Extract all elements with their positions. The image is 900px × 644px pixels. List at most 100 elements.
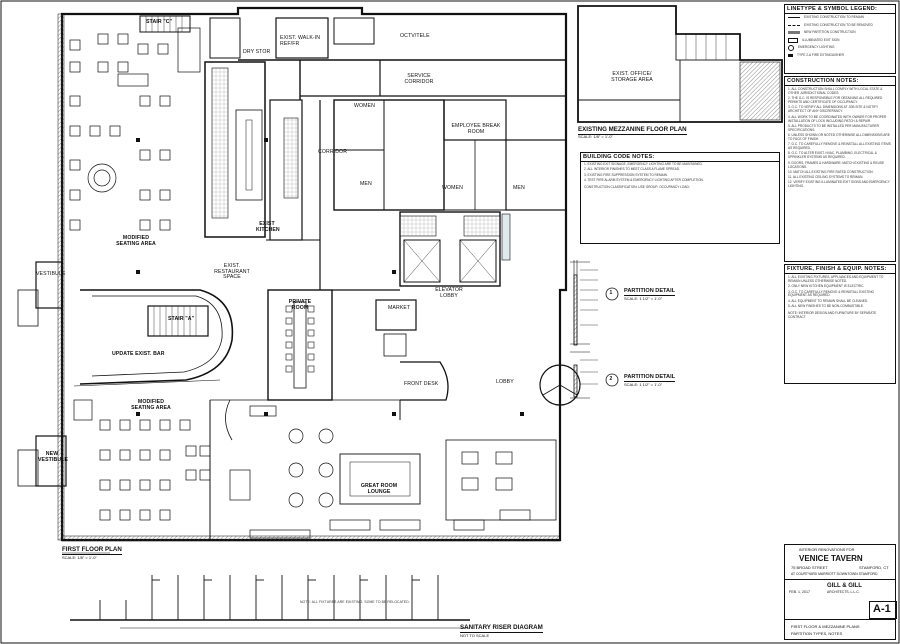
partition-details <box>570 260 619 399</box>
fixture-notes-panel: FIXTURE, FINISH & EQUIP. NOTES: 1. ALL E… <box>784 264 896 384</box>
building-code-heading: BUILDING CODE NOTES: <box>581 153 779 162</box>
room-label-elevator-lobby: ELEVATOR LOBBY <box>435 287 463 299</box>
sheet-number: A-1 <box>873 603 891 615</box>
legend-row: ILLUMINATED EXIT SIGN <box>785 37 895 45</box>
room-label-private-room: PRIVATE ROOM <box>288 299 312 311</box>
firm-subtitle: ARCHITECTS, L.L.C. <box>827 590 860 594</box>
room-label-new-vestibule: NEW VESTIBULE <box>38 451 69 463</box>
sanitary-riser-note: NOTE: ALL FIXTURES ARE EXISTING. SOME TO… <box>300 600 410 604</box>
linetype-legend-panel: LINETYPE & SYMBOL LEGEND: EXISTING CONST… <box>784 4 896 74</box>
fixture-note: 1. ALL EXISTING FIXTURES, APPLIANCES AND… <box>788 275 884 283</box>
construction-note: 1. ALL CONSTRUCTION SHALL COMPLY WITH LO… <box>788 87 883 95</box>
fire-extinguisher-icon <box>788 54 793 58</box>
partition-detail-2-title: PARTITION DETAIL <box>624 374 676 382</box>
sheet-number-box <box>869 601 897 619</box>
first-floor-plan <box>17 6 581 542</box>
fixture-notes-heading: FIXTURE, FINISH & EQUIP. NOTES: <box>785 265 895 274</box>
construction-note: 4. ALL WORK TO BE COORDINATED WITH OWNER… <box>788 114 887 123</box>
partition-detail-1-title: PARTITION DETAIL <box>624 288 676 296</box>
room-label-exist-restaurant: EXIST. RESTAURANT SPACE <box>214 263 250 281</box>
room-label-office-storage: EXIST. OFFICE/ STORAGE AREA <box>611 71 653 83</box>
construction-note: 2. THE G.C. IS RESPONSIBLE FOR OBTAINING… <box>788 96 883 105</box>
room-label-walk-in: EXIST. WALK-IN REF/FR <box>280 35 321 47</box>
project-city: STAMFORD, CT <box>859 565 889 570</box>
firm-name: GILL & GILL <box>827 583 862 589</box>
fixture-note: 3. G.C. TO CAREFULLY REMOVE & REINSTALL … <box>788 289 875 298</box>
construction-notes-panel: CONSTRUCTION NOTES: 1. ALL CONSTRUCTION … <box>784 76 896 262</box>
room-label-exist-kitchen: EXIST KITCHEN <box>256 221 280 233</box>
room-label-corridor: CORRIDOR <box>318 149 348 155</box>
partition-detail-1-scale: SCALE: 1 1/2" = 1'-0" <box>624 296 663 301</box>
construction-note: 11. ALL EXISTING CEILING SYSTEMS TO REMA… <box>788 175 864 180</box>
legend-row: TYPE 2-A FIRE EXTINGUISHER <box>785 52 895 60</box>
fixture-note: 4. ALL EQUIPMENT TO REMAIN SHALL BE CLEA… <box>788 298 869 303</box>
fixture-notes-list: 1. ALL EXISTING FIXTURES, APPLIANCES AND… <box>785 274 895 320</box>
construction-note: 10. MATCH ALL EXISTING FIRE RATED CONSTR… <box>788 169 874 174</box>
sheet-title-line-2: PARTITION TYPES, NOTES <box>791 631 843 636</box>
partition-detail-2-number: 2 <box>609 376 613 382</box>
legend-item: EXISTING CONSTRUCTION TO BE REMOVED <box>804 22 873 27</box>
room-label-vestibule: VESTIBULE <box>36 271 66 277</box>
fixture-note: 2. ONLY NEW KITCHEN EQUIPMENT IS ELECTRI… <box>788 284 865 289</box>
construction-note: 3. G.C. TO VERIFY ALL DIMENSIONS AT JOB … <box>788 105 879 114</box>
room-label-great-room-lounge: GREAT ROOM LOUNGE <box>360 483 398 495</box>
construction-note: 7. G.C. TO CAREFULLY REMOVE & REINSTALL … <box>788 142 891 151</box>
project-for-label: INTERIOR RENOVATIONS FOR <box>799 548 855 552</box>
title-block: INTERIOR RENOVATIONS FOR VENICE TAVERN 7… <box>784 544 897 640</box>
fixture-note: 5. ALL NEW FINISHES TO BE NON-COMBUSTIBL… <box>788 304 864 308</box>
building-code-classification: CONSTRUCTION CLASSIFICATION: USE GROUP: … <box>584 184 690 189</box>
legend-row: EXISTING CONSTRUCTION TO BE REMOVED <box>785 22 895 30</box>
construction-note: 12. VERIFY EXISTING ILLUMINATED EXIT SIG… <box>788 180 890 189</box>
dining-tables <box>69 27 531 539</box>
mezzanine-plan-scale: SCALE: 1/8" = 1'-0" <box>578 134 613 139</box>
legend-item: NEW PARTITION CONSTRUCTION <box>804 30 856 35</box>
legend-item: TYPE 2-A FIRE EXTINGUISHER <box>797 52 844 57</box>
legend-item: EMERGENCY LIGHTING <box>798 45 835 50</box>
room-label-front-desk: FRONT DESK <box>404 381 439 387</box>
legend-row: EMERGENCY LIGHTING <box>785 44 895 52</box>
project-hotel: AT COURTYARD MARRIOTT DOWNTOWN STAMFORD <box>791 572 878 576</box>
project-name: VENICE TAVERN <box>799 554 863 563</box>
legend-row: NEW PARTITION CONSTRUCTION <box>785 29 895 37</box>
room-label-modified-seating-upper: MODIFIED SEATING AREA <box>116 235 156 247</box>
room-label-stair-c: STAIR "C" <box>146 19 173 25</box>
partition-detail-1-number: 1 <box>609 290 613 296</box>
building-code-note: 1. EXISTING EXIT SIGNAGE, EMERGENCY LIGH… <box>584 162 703 166</box>
room-label-employee-break-room: EMPLOYEE BREAK ROOM <box>451 123 501 135</box>
emergency-light-icon <box>788 45 794 52</box>
construction-note: 9. DOORS, FRAMES & HARDWARE: MATCH EXIST… <box>788 160 885 169</box>
legend-item: EXISTING CONSTRUCTION TO REMAIN <box>804 15 864 19</box>
room-label-women-1: WOMEN <box>354 103 375 109</box>
room-label-service-corridor: SERVICE CORRIDOR <box>404 73 434 85</box>
building-code-notes-list: 1. EXISTING EXIT SIGNAGE, EMERGENCY LIGH… <box>581 162 779 190</box>
construction-note: 8. G.C. TO ALTER EXIST. HVAC, PLUMBING, … <box>788 151 877 160</box>
mezzanine-plan <box>577 5 783 123</box>
legend-removed-line-icon <box>788 24 800 26</box>
room-label-stair-a: STAIR "A" <box>168 316 195 322</box>
room-label-market: MARKET <box>388 305 411 311</box>
room-label-men-2: MEN <box>513 185 525 191</box>
legend-row: EXISTING CONSTRUCTION TO REMAIN <box>785 14 895 22</box>
room-label-modified-seating-lower: MODIFIED SEATING AREA <box>131 399 171 411</box>
room-label-dry-storage: DRY STOR <box>243 49 271 55</box>
construction-note: 6. UNLESS SHOWN OR NOTED OTHERWISE ALL D… <box>788 133 890 141</box>
room-label-octv: OCTV/TELE <box>400 33 430 39</box>
building-code-notes-panel: BUILDING CODE NOTES: 1. EXISTING EXIT SI… <box>580 152 780 244</box>
room-label-women-2: WOMEN <box>442 185 463 191</box>
fixture-note: NOTE: INTERIOR DESIGN AND FURNITURE BY S… <box>788 310 877 319</box>
room-label-update-bar: UPDATE EXIST. BAR <box>112 351 165 357</box>
construction-notes-list: 1. ALL CONSTRUCTION SHALL COMPLY WITH LO… <box>785 86 895 189</box>
first-floor-plan-scale: SCALE: 1/8" = 1'-0" <box>62 555 97 560</box>
title-block-divider <box>785 619 895 620</box>
legend-heading: LINETYPE & SYMBOL LEGEND: <box>785 5 895 14</box>
sheet-title-line-1: FIRST FLOOR & MEZZANINE PLANS <box>791 624 860 629</box>
legend-existing-line-icon <box>788 17 800 19</box>
exit-sign-icon <box>788 38 798 44</box>
sanitary-riser-title: SANITARY RISER DIAGRAM <box>460 624 543 633</box>
building-code-note: 2. ALL INTERIOR FINISHES TO MEET CLASS A… <box>584 167 680 172</box>
construction-note: 5. ALL PRODUCTS TO BE INSTALLED PER MANU… <box>788 123 879 132</box>
project-address: 75 BROAD STREET <box>791 565 828 570</box>
partition-detail-2-scale: SCALE: 1 1/2" = 1'-0" <box>624 382 663 387</box>
